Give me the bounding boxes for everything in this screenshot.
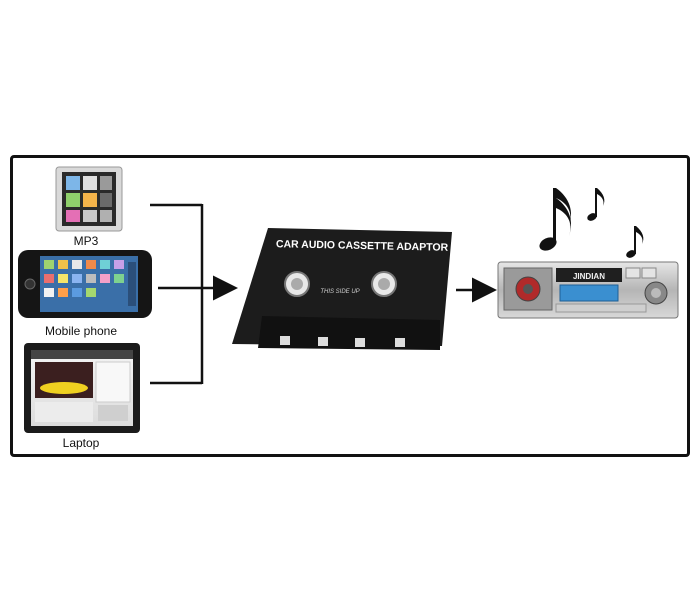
cassette-title: CAR AUDIO CASSETTE ADAPTOR (276, 238, 449, 254)
car-stereo-icon: JINDIAN (497, 261, 679, 319)
music-notes-icon (539, 188, 644, 258)
mobile-phone-icon (18, 250, 152, 318)
cassette-side-label: THIS SIDE UP (320, 289, 359, 295)
stereo-brand: JINDIAN (573, 272, 605, 281)
cassette-adapter: CAR AUDIO CASSETTE ADAPTOR THIS SIDE UP (232, 228, 452, 350)
device-connector (150, 203, 238, 385)
laptop-label: Laptop (62, 436, 100, 450)
mp3-label: MP3 (73, 234, 99, 248)
mp3-player-icon (55, 166, 123, 232)
laptop-icon (24, 343, 140, 433)
mobile-phone-label: Mobile phone (44, 324, 118, 338)
